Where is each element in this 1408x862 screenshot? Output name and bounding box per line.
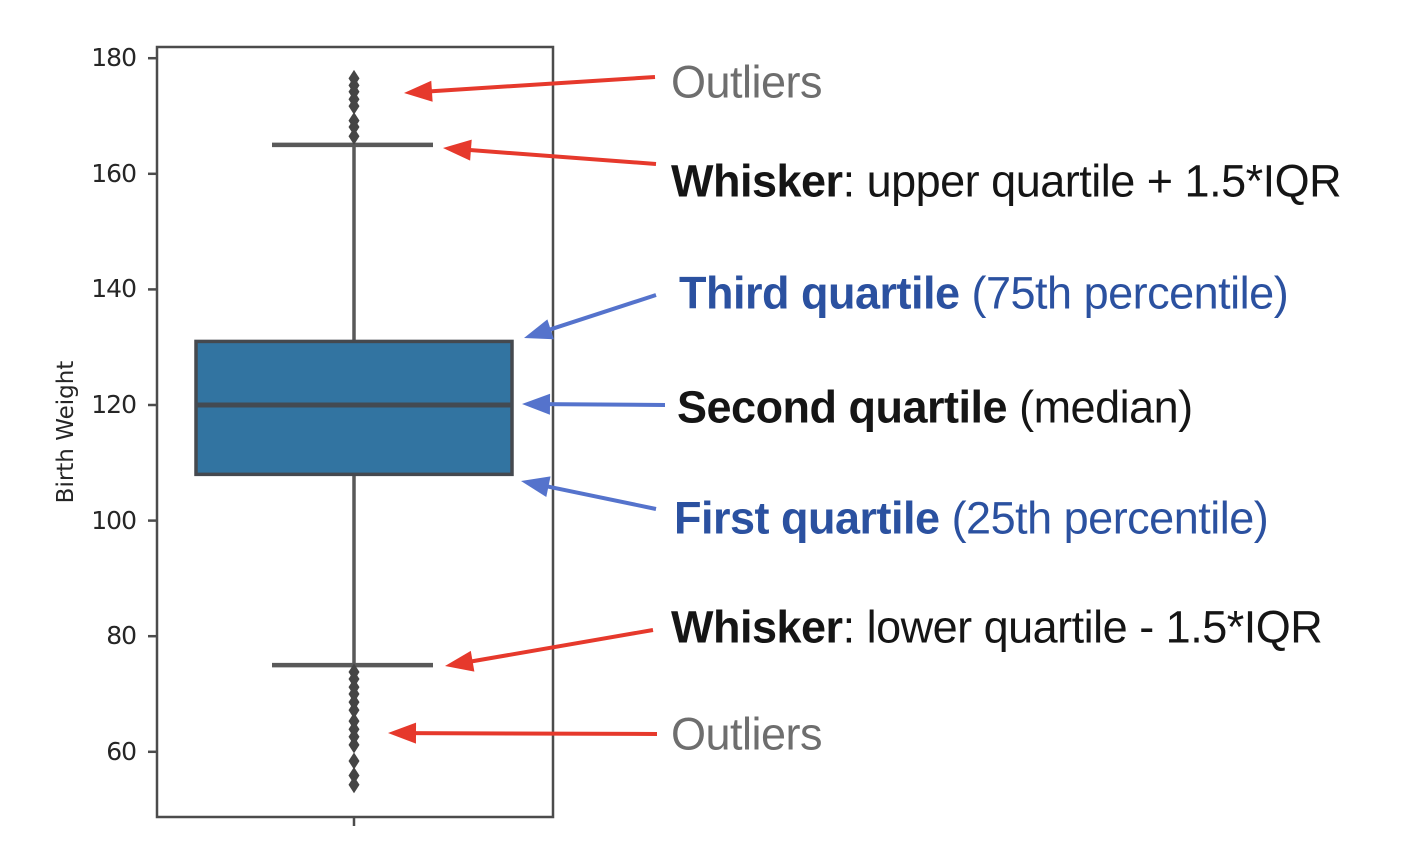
annotation-label-whisker-upper: Whisker: upper quartile + 1.5*IQR bbox=[671, 155, 1342, 207]
annotation-text-part: Whisker bbox=[671, 601, 843, 653]
y-axis-label: Birth Weight bbox=[53, 360, 79, 504]
annotation-text-part: Third quartile bbox=[679, 267, 960, 319]
annotation-text-part: (median) bbox=[1007, 381, 1193, 433]
annotation-text-part: (75th percentile) bbox=[959, 267, 1289, 319]
y-tick-label: 80 bbox=[106, 621, 137, 651]
y-tick-label: 160 bbox=[91, 158, 137, 188]
annotation-text-part: (25th percentile) bbox=[939, 492, 1269, 544]
annotation-label-outliers-top: Outliers bbox=[671, 56, 823, 108]
annotation-label-whisker-lower: Whisker: lower quartile - 1.5*IQR bbox=[671, 601, 1323, 653]
annotation-text-part: : lower quartile - 1.5*IQR bbox=[842, 601, 1323, 653]
annotation-arrow-line-first-quartile bbox=[542, 483, 657, 511]
outlier-point bbox=[348, 701, 360, 719]
annotation-arrow-line-outliers-top bbox=[425, 75, 656, 94]
annotation-arrowhead-third-quartile bbox=[524, 319, 554, 340]
outlier-point bbox=[348, 766, 360, 784]
annotation-label-outliers-bottom: Outliers bbox=[671, 708, 823, 760]
annotation-label-first-quartile: First quartile (25th percentile) bbox=[674, 492, 1269, 544]
annotation-arrow-line-third-quartile bbox=[544, 293, 657, 334]
annotation-arrowhead-whisker-upper bbox=[443, 139, 472, 161]
annotation-arrow-line-whisker-lower bbox=[466, 628, 654, 665]
outlier-point bbox=[348, 97, 360, 115]
annotation-arrowhead-whisker-lower bbox=[445, 650, 475, 672]
y-tick-label: 60 bbox=[106, 736, 137, 766]
annotation-label-second-quartile: Second quartile (median) bbox=[677, 382, 1193, 432]
annotation-arrow-line-outliers-bottom bbox=[409, 731, 658, 736]
annotation-text-part: : upper quartile + 1.5*IQR bbox=[842, 155, 1342, 207]
annotation-text-part: First quartile bbox=[674, 492, 940, 544]
annotation-arrowhead-outliers-top bbox=[404, 80, 433, 102]
outlier-point bbox=[348, 127, 360, 145]
annotation-arrow-line-whisker-upper bbox=[464, 147, 657, 166]
annotation-label-third-quartile: Third quartile (75th percentile) bbox=[679, 267, 1289, 319]
y-tick-label: 140 bbox=[91, 274, 137, 304]
outlier-point bbox=[348, 736, 360, 754]
iqr-box bbox=[194, 339, 514, 477]
outlier-point bbox=[348, 776, 360, 794]
annotation-text-part: Outliers bbox=[671, 708, 823, 760]
annotation-arrowhead-second-quartile bbox=[522, 393, 551, 415]
y-tick-label: 100 bbox=[91, 505, 137, 535]
annotation-text-part: Whisker bbox=[671, 155, 843, 207]
y-tick-label: 120 bbox=[91, 390, 137, 419]
annotation-text-part: Second quartile bbox=[677, 381, 1008, 433]
annotation-arrowhead-outliers-bottom bbox=[388, 722, 417, 744]
outlier-point bbox=[348, 752, 360, 770]
annotation-arrow-line-second-quartile bbox=[543, 402, 666, 407]
annotation-text-part: Outliers bbox=[671, 56, 823, 108]
outlier-point bbox=[348, 118, 360, 136]
annotation-arrowhead-first-quartile bbox=[521, 476, 551, 497]
y-tick-label: 180 bbox=[91, 43, 137, 73]
